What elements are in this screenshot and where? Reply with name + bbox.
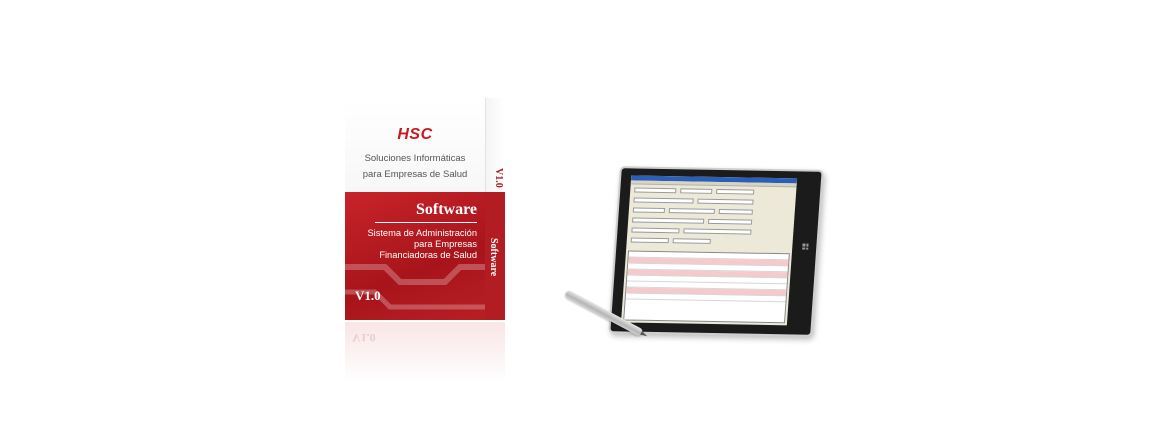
box-red-panel (345, 192, 485, 320)
tablet (608, 166, 824, 337)
side-version-label: V1.0 (493, 168, 504, 188)
app-data-grid (623, 250, 790, 324)
windows-logo-icon (802, 243, 809, 250)
side-software-label: Software (488, 238, 499, 277)
circuit-pattern (345, 264, 485, 310)
version-label: V1.0 (355, 288, 381, 303)
software-description: Sistema de Administración para Empresas … (352, 228, 477, 261)
form-field (668, 208, 715, 214)
form-field (683, 228, 752, 235)
form-field (680, 188, 713, 194)
reflection-version-text: V1.0 (352, 331, 376, 345)
description-line-1: Sistema de Administración (367, 228, 477, 238)
form-field (716, 188, 755, 195)
form-field (633, 197, 694, 204)
form-field (632, 207, 666, 214)
box-top-white-area (345, 98, 485, 192)
box-side-face: V1.0 Software (485, 98, 505, 320)
description-line-2: para Empresas (413, 239, 477, 249)
tablet-screen (621, 175, 798, 326)
software-title: Software (415, 201, 477, 218)
form-field (632, 217, 705, 224)
description-line-3: Financiadoras de Salud (379, 250, 477, 260)
box-front-face: HSC Soluciones Informáticas para Empresa… (345, 98, 485, 320)
subtitle-line-2: para Empresas de Salud (362, 169, 468, 180)
title-underline (375, 222, 477, 223)
form-field (630, 237, 669, 244)
form-field (697, 198, 754, 205)
form-field (631, 227, 680, 234)
form-field (634, 187, 677, 194)
app-form-area (628, 185, 794, 250)
box-reflection (345, 322, 505, 382)
box-subtitle: Soluciones Informáticas para Empresas de… (345, 151, 485, 183)
hsc-logo: HSC (397, 126, 433, 143)
form-field (707, 218, 753, 225)
subtitle-line-1: Soluciones Informáticas (364, 153, 466, 164)
software-box: HSC Soluciones Informáticas para Empresa… (345, 98, 505, 323)
form-field (718, 209, 753, 215)
form-field (672, 238, 711, 244)
side-red-panel (485, 192, 505, 320)
